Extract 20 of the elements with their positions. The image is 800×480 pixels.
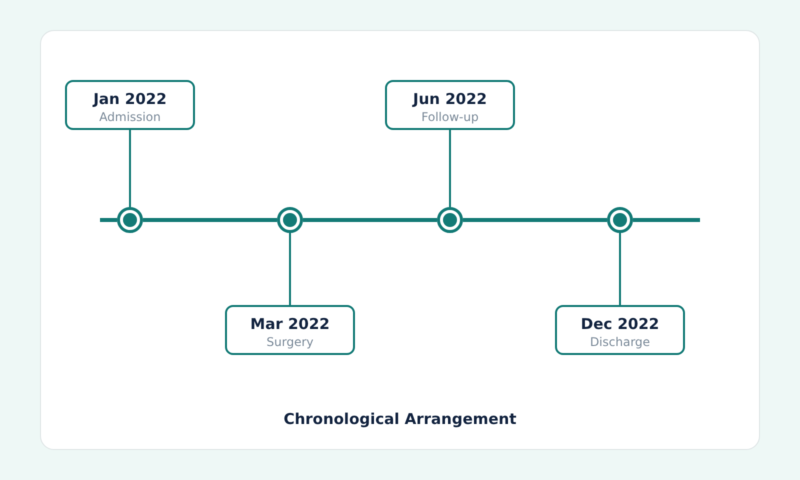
event-date: Mar 2022 bbox=[249, 315, 331, 333]
event-box bbox=[65, 80, 195, 130]
timeline-segment bbox=[143, 218, 277, 222]
event-name: Discharge bbox=[588, 335, 652, 350]
event-box bbox=[555, 305, 685, 355]
leader-line bbox=[449, 130, 451, 207]
timeline-segment bbox=[303, 218, 437, 222]
event-date: Jan 2022 bbox=[92, 90, 168, 108]
event-name: Follow-up bbox=[420, 110, 480, 125]
leader-line bbox=[289, 233, 291, 305]
leader-line bbox=[619, 233, 621, 305]
event-name: Admission bbox=[98, 110, 162, 125]
event-date: Dec 2022 bbox=[580, 315, 660, 333]
event-box bbox=[385, 80, 515, 130]
event-date: Jun 2022 bbox=[411, 90, 488, 108]
timeline-segment bbox=[463, 218, 607, 222]
leader-line bbox=[129, 130, 131, 207]
event-box bbox=[225, 305, 355, 355]
event-name: Surgery bbox=[266, 335, 314, 350]
caption: Chronological Arrangement bbox=[284, 410, 516, 428]
